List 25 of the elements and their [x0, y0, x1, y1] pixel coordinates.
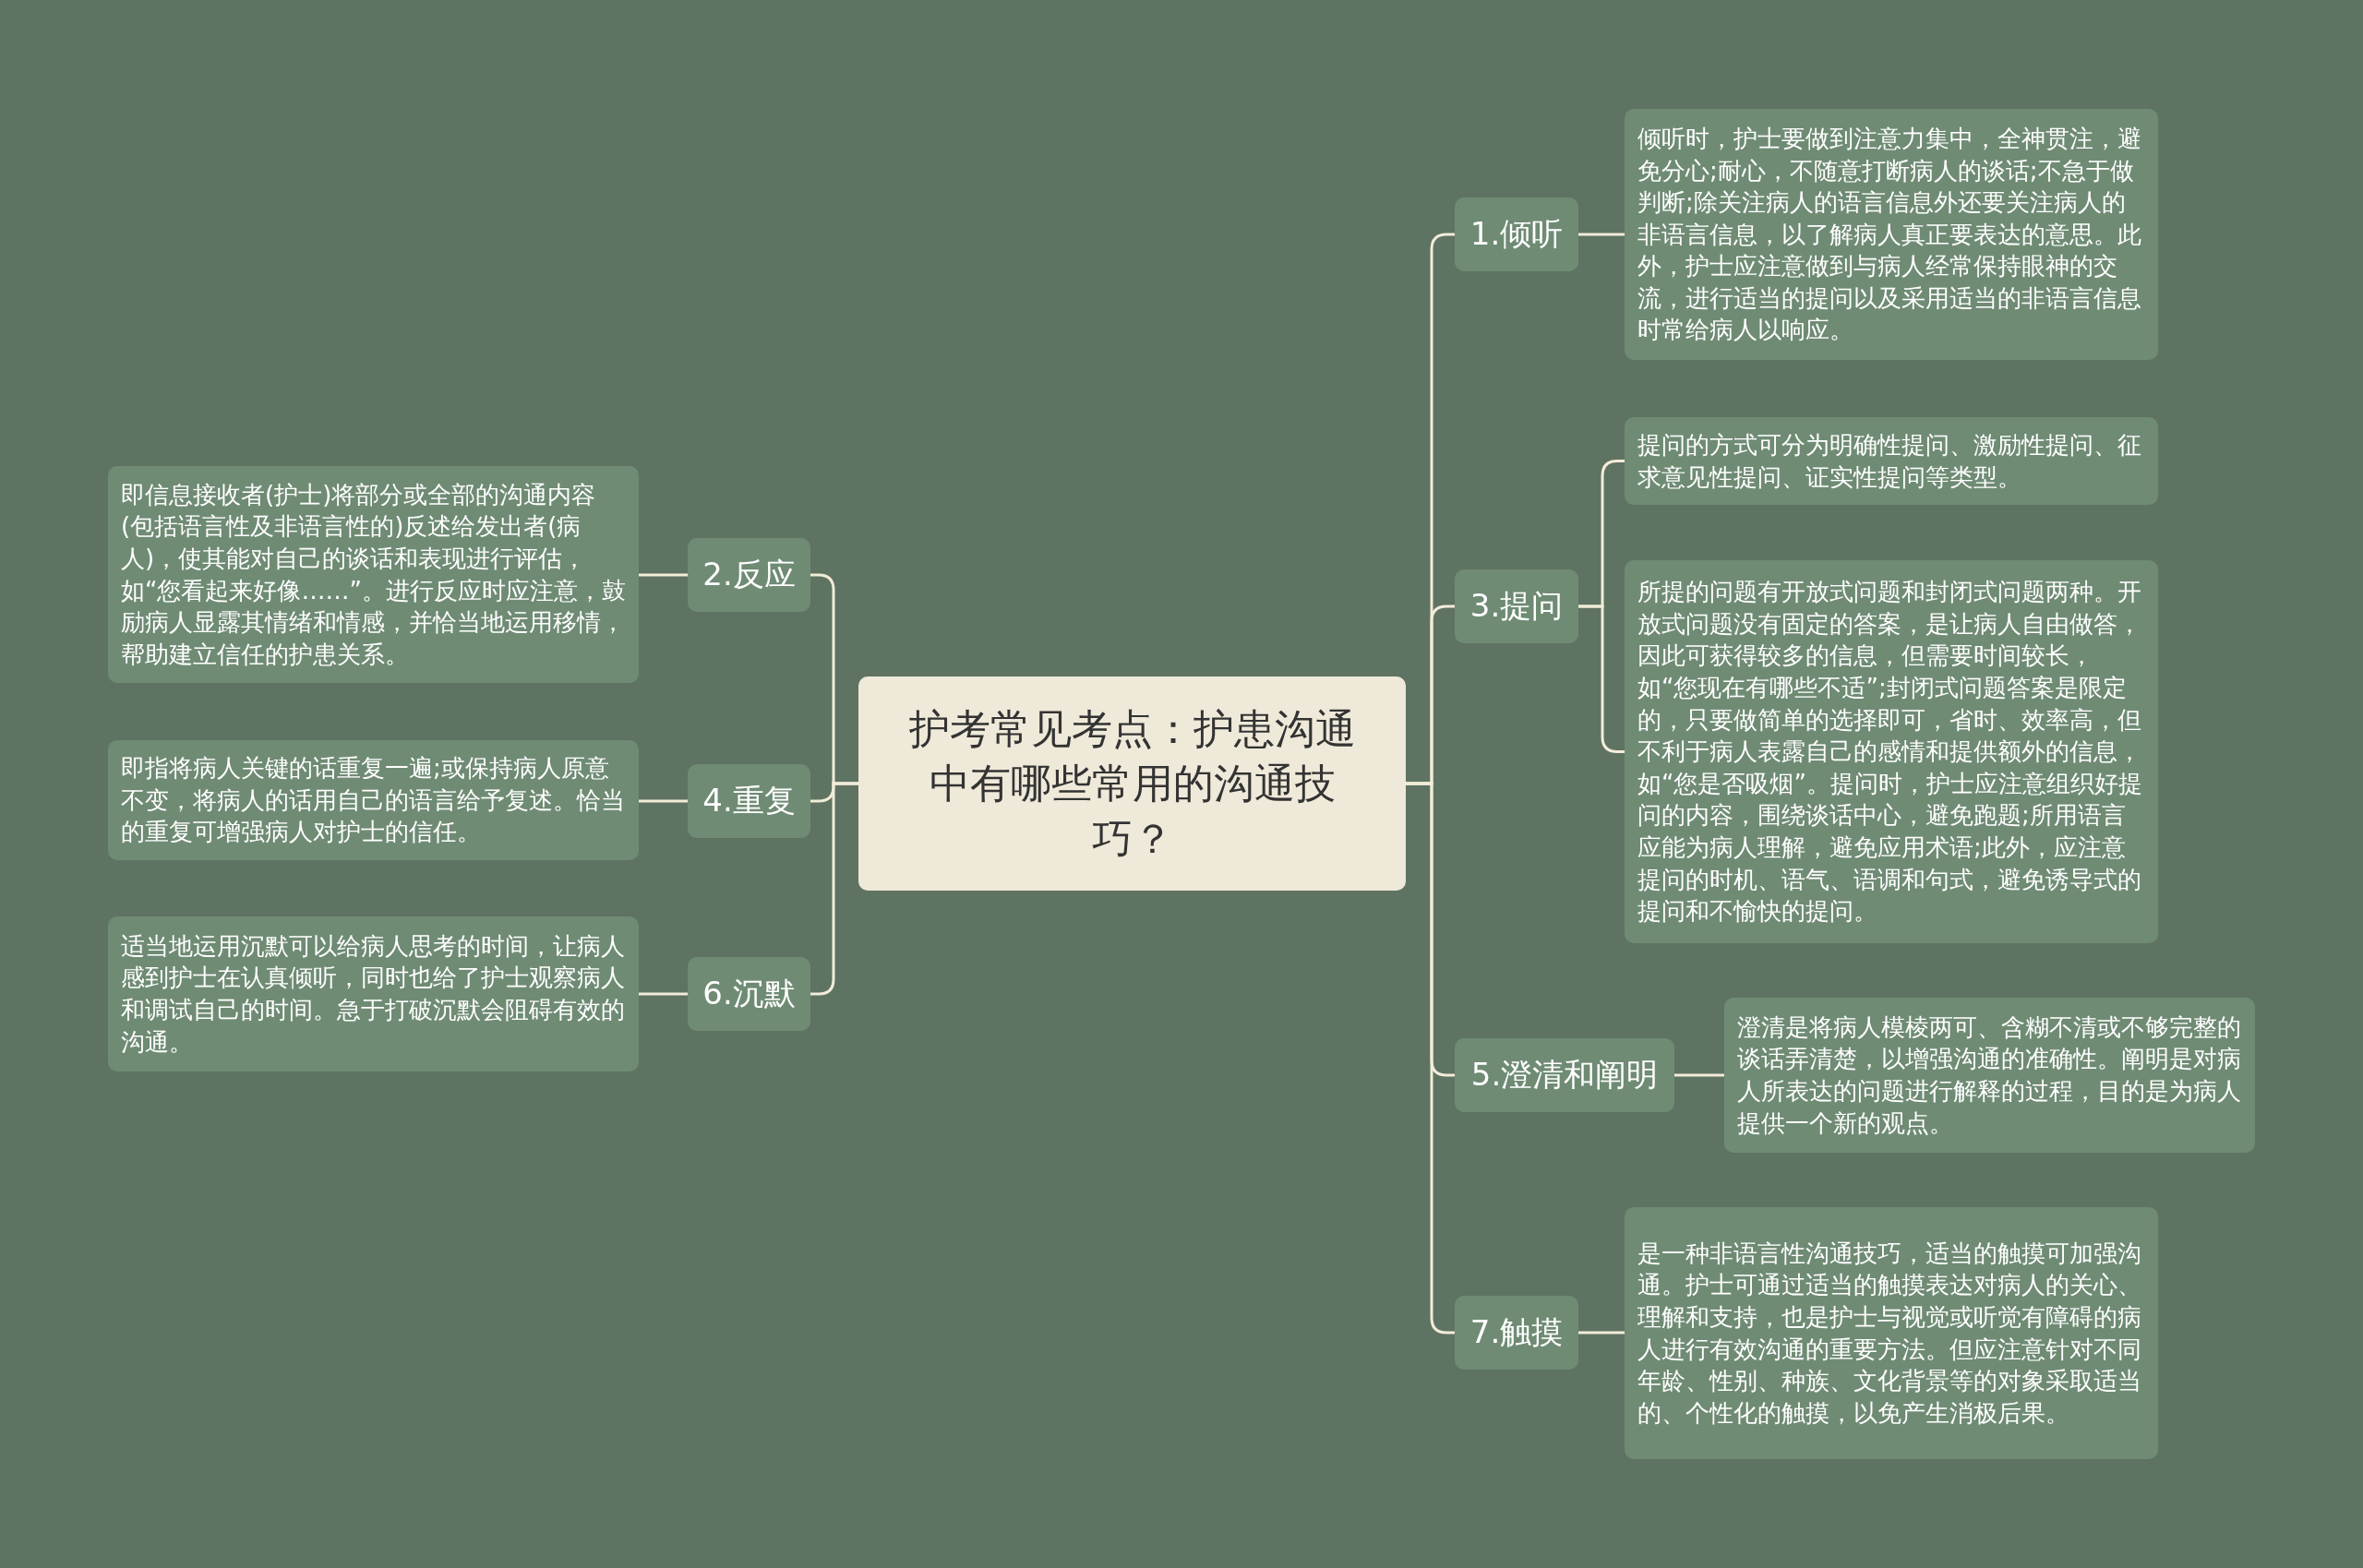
connector-line [639, 992, 688, 996]
connector-line [810, 782, 858, 996]
connector-line [1578, 233, 1625, 236]
connector-line [1578, 604, 1625, 753]
branch-topic: 6.沉默 [688, 957, 810, 1031]
detail-note: 是一种非语言性沟通技巧，适当的触摸可加强沟通。护士可通过适当的触摸表达对病人的关心、理解和支持，也是护士与视觉或听觉有障碍的病人进行有效沟通的重要方法。但应注意针对不同年龄、性别、种族、文化背景等的对象采取适当的、个性化的触摸，以免产生消极后果。 [1625, 1207, 2158, 1459]
branch-topic: 1.倾听 [1455, 197, 1578, 271]
detail-note: 即指将病人关键的话重复一遍;或保持病人原意不变，将病人的话用自己的语言给予复述。恰当的重复可增强病人对护士的信任。 [108, 740, 639, 860]
connector-line [639, 573, 688, 577]
connector-line [1578, 1331, 1625, 1335]
connector-line [639, 799, 688, 803]
detail-note: 即信息接收者(护士)将部分或全部的沟通内容(包括语言性及非语言性的)反述给发出者(病人)，使其能对自己的谈话和表现进行评估，如“您看起来好像……”。进行反应时应注意，鼓励病人显露其情绪和情感，并恰当地运用移情，帮助建立信任的护患关系。 [108, 466, 639, 683]
detail-note: 倾听时，护士要做到注意力集中，全神贯注，避免分心;耐心，不随意打断病人的谈话;不急于做判断;除关注病人的语言信息外还要关注病人的非语言信息，以了解病人真正要表达的意思。此外，护士应注意做到与病人经常保持眼神的交流，进行适当的提问以及采用适当的非语言信息时常给病人以响应。 [1625, 109, 2158, 360]
branch-topic: 5.澄清和阐明 [1455, 1038, 1674, 1112]
connector-line [1406, 782, 1455, 1335]
connector-line [1674, 1073, 1724, 1077]
detail-note: 澄清是将病人模棱两可、含糊不清或不够完整的谈话弄清楚，以增强沟通的准确性。阐明是对病人所表达的问题进行解释的过程，目的是为病人提供一个新的观点。 [1724, 998, 2255, 1153]
branch-topic: 7.触摸 [1455, 1296, 1578, 1370]
detail-note: 适当地运用沉默可以给病人思考的时间，让病人感到护士在认真倾听，同时也给了护士观察病人和调试自己的时间。急于打破沉默会阻碍有效的沟通。 [108, 916, 639, 1071]
branch-topic: 4.重复 [688, 764, 810, 838]
detail-note: 所提的问题有开放式问题和封闭式问题两种。开放式问题没有固定的答案，是让病人自由做答，因此可获得较多的信息，但需要时间较长，如“您现在有哪些不适”;封闭式问题答案是限定的，只要做简单的选择即可，省时、效率高，但不利于病人表露自己的感情和提供额外的信息，如“您是否吸烟”。提问时，护士应注意组织好提问的内容，围绕谈话中心，避免跑题;所用语言应能为病人理解，避免应用术语;此外，应注意提问的时机、语气、语调和句式，避免诱导式的提问和不愉快的提问。 [1625, 560, 2158, 943]
central-topic: 护考常见考点：护患沟通中有哪些常用的沟通技巧？ [858, 676, 1406, 891]
branch-topic: 2.反应 [688, 538, 810, 612]
detail-note: 提问的方式可分为明确性提问、激励性提问、征求意见性提问、证实性提问等类型。 [1625, 417, 2158, 505]
branch-topic: 3.提问 [1455, 569, 1578, 643]
